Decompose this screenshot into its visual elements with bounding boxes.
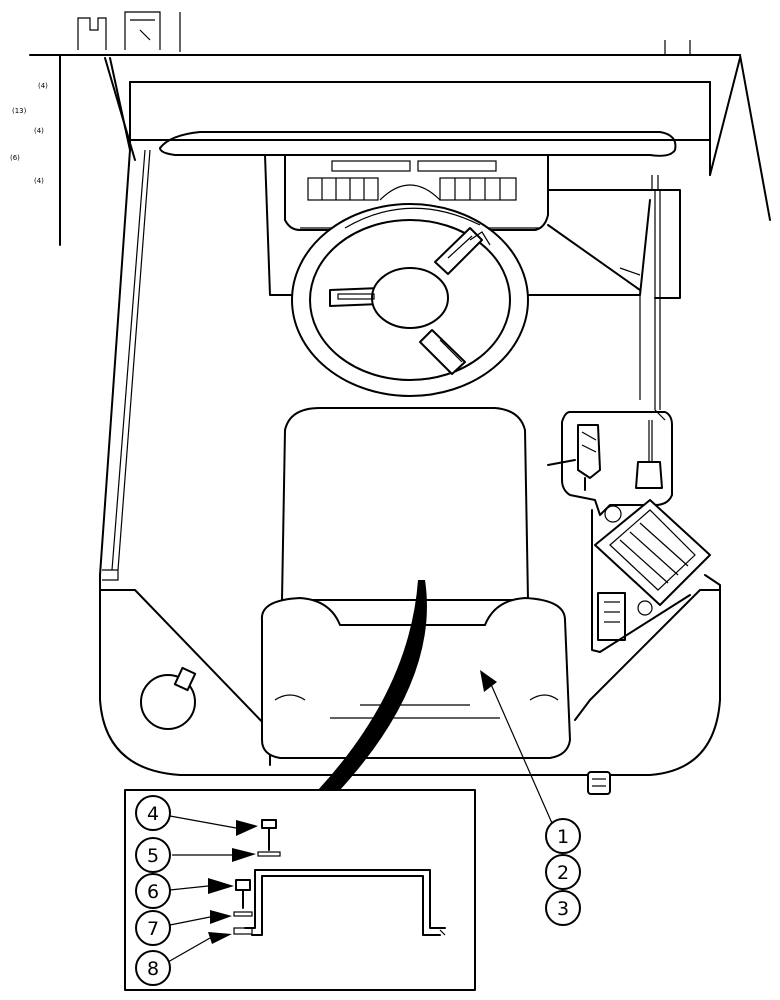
callout-6-label: 6 [147,881,159,903]
callout-5-label: 5 [147,845,159,867]
margin-mark-4: (6) [10,154,20,162]
bottom-knob [587,771,611,795]
joystick-console [547,411,711,653]
callout-4-label: 4 [147,803,159,825]
callout-5: 5 [135,837,171,873]
detail-arrowheads [208,820,258,944]
callout-1: 1 [545,818,581,854]
callout-leader-main [480,670,556,831]
callout-4: 4 [135,795,171,831]
margin-mark-5: (4) [34,177,44,185]
access-hole [140,666,197,730]
margin-mark-2: (13) [12,107,27,115]
callout-8: 8 [135,950,171,986]
callout-3-label: 3 [557,898,569,920]
callout-7: 7 [135,910,171,946]
callout-8-label: 8 [147,958,159,980]
right-side-panel [547,175,681,421]
callout-3: 3 [545,890,581,926]
detail-arrow [318,580,427,790]
margin-mark-1: (4) [38,82,48,90]
cab-roof-frame [29,54,771,246]
operator-seat [260,407,571,759]
callout-7-label: 7 [147,918,159,940]
detail-leaders [167,815,237,963]
cab-floor-outline [99,149,721,776]
callout-1-label: 1 [557,826,569,848]
top-bracket-left [77,11,691,55]
steering-wheel [291,203,529,397]
callout-2: 2 [545,854,581,890]
margin-mark-3: (4) [34,127,44,135]
detail-box [124,789,476,991]
callout-6: 6 [135,873,171,909]
margin-marks: (4) (13) (4) (6) (4) [10,82,48,185]
callout-2-label: 2 [557,862,569,884]
